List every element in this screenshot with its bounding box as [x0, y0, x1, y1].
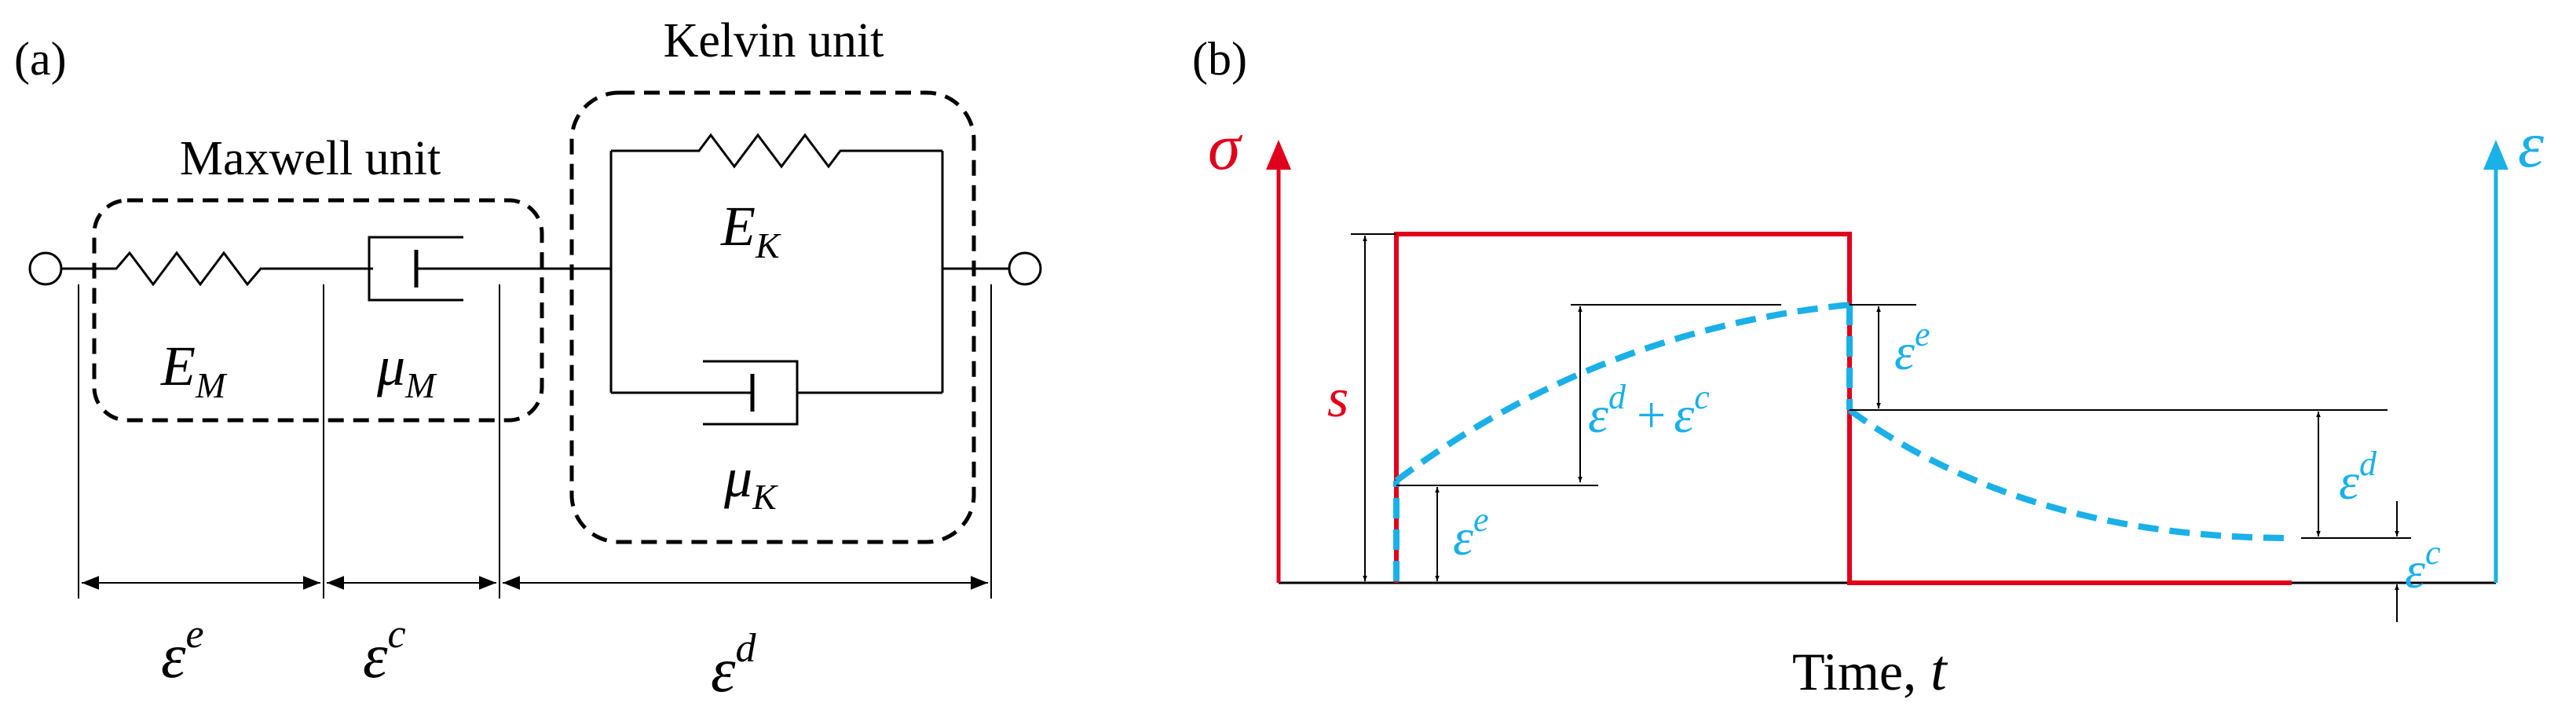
- maxwell-spring: [61, 251, 373, 287]
- kelvin-unit-box: [569, 90, 976, 544]
- stress-history: [1394, 232, 2292, 585]
- eps-c-residual-label: εc: [2405, 533, 2441, 599]
- eps-e-unload-label: εe: [1894, 315, 1930, 381]
- panel-a-label: (a): [14, 33, 67, 85]
- strain-response: [1393, 302, 2292, 581]
- eps-dc-label: εd+εc: [1588, 378, 1710, 444]
- kelvin-frame: [609, 133, 944, 426]
- panel-b-label: (b): [1192, 33, 1247, 85]
- kelvin-dashpot: [703, 360, 942, 426]
- kelvin-unit-label: Kelvin unit: [664, 14, 884, 68]
- left-terminal: [28, 251, 63, 286]
- maxwell-unit-label: Maxwell unit: [180, 132, 441, 185]
- strain-axis-arrowhead: [2483, 140, 2508, 170]
- right-terminal: [1008, 251, 1042, 286]
- kelvin-spring: [611, 133, 942, 169]
- strain-label-elastic: εe: [161, 612, 204, 691]
- strain-label-delayed: εd: [711, 626, 757, 705]
- strain-label-creep: εc: [363, 612, 406, 691]
- label-e-k: EK: [720, 195, 781, 265]
- stress-axis-arrowhead: [1266, 140, 1291, 170]
- eps-e-load-label: εe: [1453, 500, 1489, 566]
- time-axis-label: Time,t: [1792, 639, 1948, 703]
- dimension-lines: [78, 284, 992, 599]
- strain-axis-label: ε: [2518, 108, 2545, 181]
- maxwell-unit-box: [92, 198, 544, 423]
- label-mu-m: μM: [376, 335, 437, 405]
- eps-d-unload-label: εd: [2339, 445, 2377, 511]
- panel-b: (b) σ ε s εe εd+εc εe: [1192, 33, 2545, 703]
- label-mu-k: μK: [723, 446, 778, 517]
- stress-axis-label: σ: [1208, 111, 1243, 184]
- strain-recovery-curve: [1847, 407, 2292, 541]
- panel-a: (a) Maxwell unit Kelvin unit: [14, 14, 1042, 705]
- s-label: s: [1327, 368, 1348, 429]
- strain-creep-curve: [1394, 302, 1850, 484]
- maxwell-dashpot: [368, 236, 463, 302]
- label-e-m: EM: [160, 335, 228, 405]
